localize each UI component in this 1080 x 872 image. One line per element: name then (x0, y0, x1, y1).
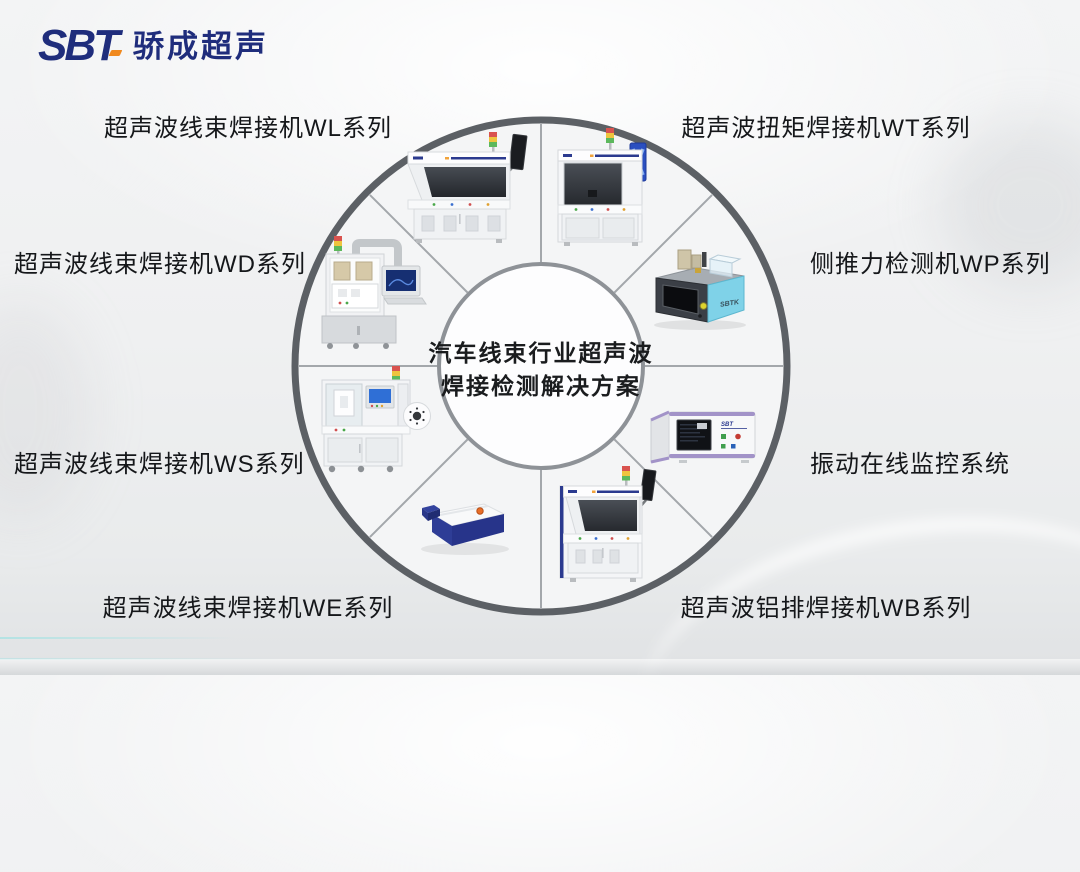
machine-wb-image (552, 466, 664, 586)
label-ws-series: 超声波线束焊接机WS系列 (14, 451, 305, 478)
emergency-button-icon (699, 302, 708, 310)
center-title-line2: 焊接检测解决方案 (441, 373, 641, 399)
shadow (421, 543, 509, 555)
base-cabinet (321, 315, 397, 349)
wheel-center-title: 汽车线束行业超声波 焊接检测解决方案 (411, 337, 671, 403)
brand-logo-sbt: SBT (38, 21, 120, 70)
monitor-box: SBT (650, 410, 756, 464)
benchtop-welder-body (422, 503, 506, 546)
machine-wp-image: SBTK (648, 232, 760, 334)
machine-vibration-monitor-image: SBT (645, 402, 762, 466)
brand-logo: SBT 骄成超声 (38, 24, 269, 68)
center-title-line1: 汽车线束行业超声波 (428, 340, 654, 366)
cabinet-body (407, 151, 511, 243)
signal-tower-icon (622, 466, 630, 486)
base-cabinet (323, 433, 403, 473)
tester-brand-text: SBTK (720, 299, 741, 309)
background-blob (0, 300, 90, 520)
label-we-series: 超声波线束焊接机WE系列 (102, 595, 394, 622)
label-wl-series: 超声波线束焊接机WL系列 (104, 115, 392, 142)
label-wb-series: 超声波铝排焊接机WB系列 (680, 595, 972, 622)
welding-module (325, 253, 385, 317)
cabinet-body (559, 485, 643, 582)
label-wp-series: 侧推力检测机WP系列 (810, 251, 1051, 278)
tester-body: SBTK (655, 267, 745, 323)
label-wd-series: 超声波线束焊接机WD系列 (14, 251, 306, 278)
hmi-screen (369, 389, 391, 403)
shadow (654, 320, 746, 330)
wire-spool-icon (403, 402, 431, 430)
brand-logo-orange-dot-icon (108, 50, 123, 56)
machine-wt-image (552, 126, 672, 254)
signal-tower-icon (489, 132, 497, 154)
tester-top-fixtures (677, 249, 742, 278)
cabinet-body (557, 149, 643, 246)
label-wt-series: 超声波扭矩焊接机WT系列 (681, 115, 971, 142)
background-glow-line (0, 637, 235, 639)
upper-enclosure (321, 379, 411, 435)
tester-screen (662, 284, 699, 315)
machine-ws-image (316, 366, 433, 476)
machine-wl-image (400, 130, 535, 250)
machine-we-image (410, 496, 517, 560)
brand-logo-chinese: 骄成超声 (133, 28, 269, 64)
background-swoosh (620, 483, 1080, 872)
background-floor-band (0, 659, 1080, 675)
signal-tower-icon (334, 236, 342, 256)
monitor-brand-text: SBT (721, 422, 734, 428)
overhead-duct (352, 239, 402, 266)
control-monitor (381, 265, 427, 305)
label-vibration-monitor: 振动在线监控系统 (810, 451, 1010, 478)
signal-tower-icon (606, 128, 614, 150)
machine-wd-image (318, 236, 430, 351)
orange-button-icon (476, 507, 484, 515)
